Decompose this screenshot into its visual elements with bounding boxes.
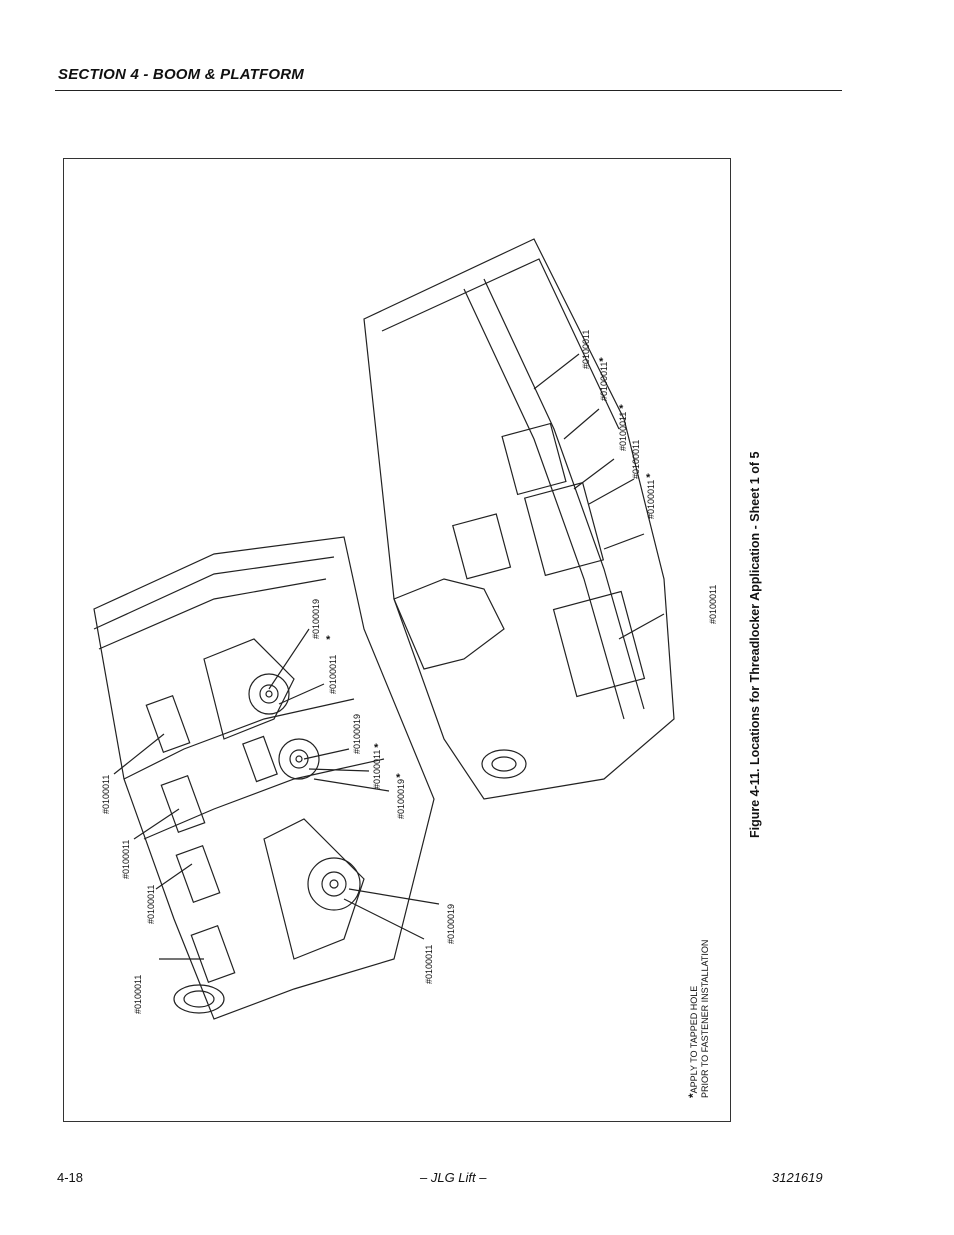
asterisk-f: * (326, 634, 331, 646)
asterisk-p: * (646, 472, 651, 484)
callout-o: #0100011 (631, 440, 641, 479)
bracket-2 (160, 774, 206, 834)
lower-boom-edge-2 (98, 578, 327, 650)
callout-q: #0100011 (708, 585, 718, 624)
boom-illustration: #0100011 #0100011 #0100011 #0100011 #010… (93, 238, 718, 1020)
asterisk-m: * (599, 356, 604, 368)
upper-boom-rail-2 (483, 278, 645, 710)
callout-d: #0100011 (133, 975, 143, 1014)
callout-n: #0100011 (618, 412, 628, 451)
callout-h: #0100011 (372, 750, 382, 789)
callout-e: #0100019 (311, 599, 321, 639)
callout-k: #0100019 (446, 904, 456, 944)
bracket-5 (242, 735, 278, 783)
leader-lines-upper (533, 353, 665, 640)
leader-lines-lower (113, 628, 440, 960)
end-ring-upper (481, 749, 527, 779)
lower-boom-rail (123, 698, 355, 780)
lower-boom-rail-2 (143, 758, 385, 840)
callout-b: #0100011 (121, 840, 131, 879)
upper-boom-body (363, 238, 675, 800)
end-ring-lower (173, 984, 225, 1014)
callout-p: #0100011 (646, 480, 656, 519)
doc-number: 3121619 (772, 1170, 823, 1185)
callout-l: #0100011 (581, 330, 591, 369)
upper-bracket-1 (501, 422, 567, 496)
header-rule (55, 90, 842, 91)
note-line-2: PRIOR TO FASTENER INSTALLATION (700, 939, 710, 1098)
upper-boom-edge (381, 258, 620, 430)
pulley-1 (248, 673, 290, 715)
note-line-1: APPLY TO TAPPED HOLE (689, 985, 699, 1094)
pulley-3 (307, 857, 361, 911)
upper-bracket-2 (523, 481, 605, 577)
asterisk-n: * (619, 403, 624, 415)
callout-m: #0100011 (599, 362, 609, 401)
callout-g: #0100019 (352, 714, 362, 754)
section-header-title: SECTION 4 - BOOM & PLATFORM (58, 66, 304, 83)
bracket-3 (175, 844, 221, 904)
upper-boom-rail (463, 288, 625, 720)
end-ring-lower-inner (183, 990, 215, 1008)
callout-i: #0100019 (396, 779, 406, 819)
callout-c: #0100011 (146, 885, 156, 924)
threadlocker-note: *APPLY TO TAPPED HOLE PRIOR TO FASTENER … (686, 939, 711, 1098)
asterisk-i: * (396, 772, 401, 784)
pulley-2 (278, 738, 320, 780)
callout-a: #0100011 (101, 775, 111, 814)
upper-bracket-4 (452, 513, 512, 580)
footer-center-text: – JLG Lift – (420, 1170, 487, 1185)
lower-boom-body (93, 536, 435, 1020)
figure-caption: Figure 4-11. Locations for Threadlocker … (748, 451, 762, 838)
lower-boom-edge (93, 556, 335, 630)
bracket-1 (145, 694, 191, 754)
callout-f: #0100011 (328, 655, 338, 694)
upper-bracket-3 (552, 590, 646, 698)
note-asterisk: * (686, 1093, 700, 1098)
asterisk-h: * (374, 742, 379, 754)
page-number: 4-18 (57, 1170, 84, 1185)
callout-j: #0100011 (424, 945, 434, 984)
figure-frame: #0100011 #0100011 #0100011 #0100011 #010… (63, 158, 731, 1122)
